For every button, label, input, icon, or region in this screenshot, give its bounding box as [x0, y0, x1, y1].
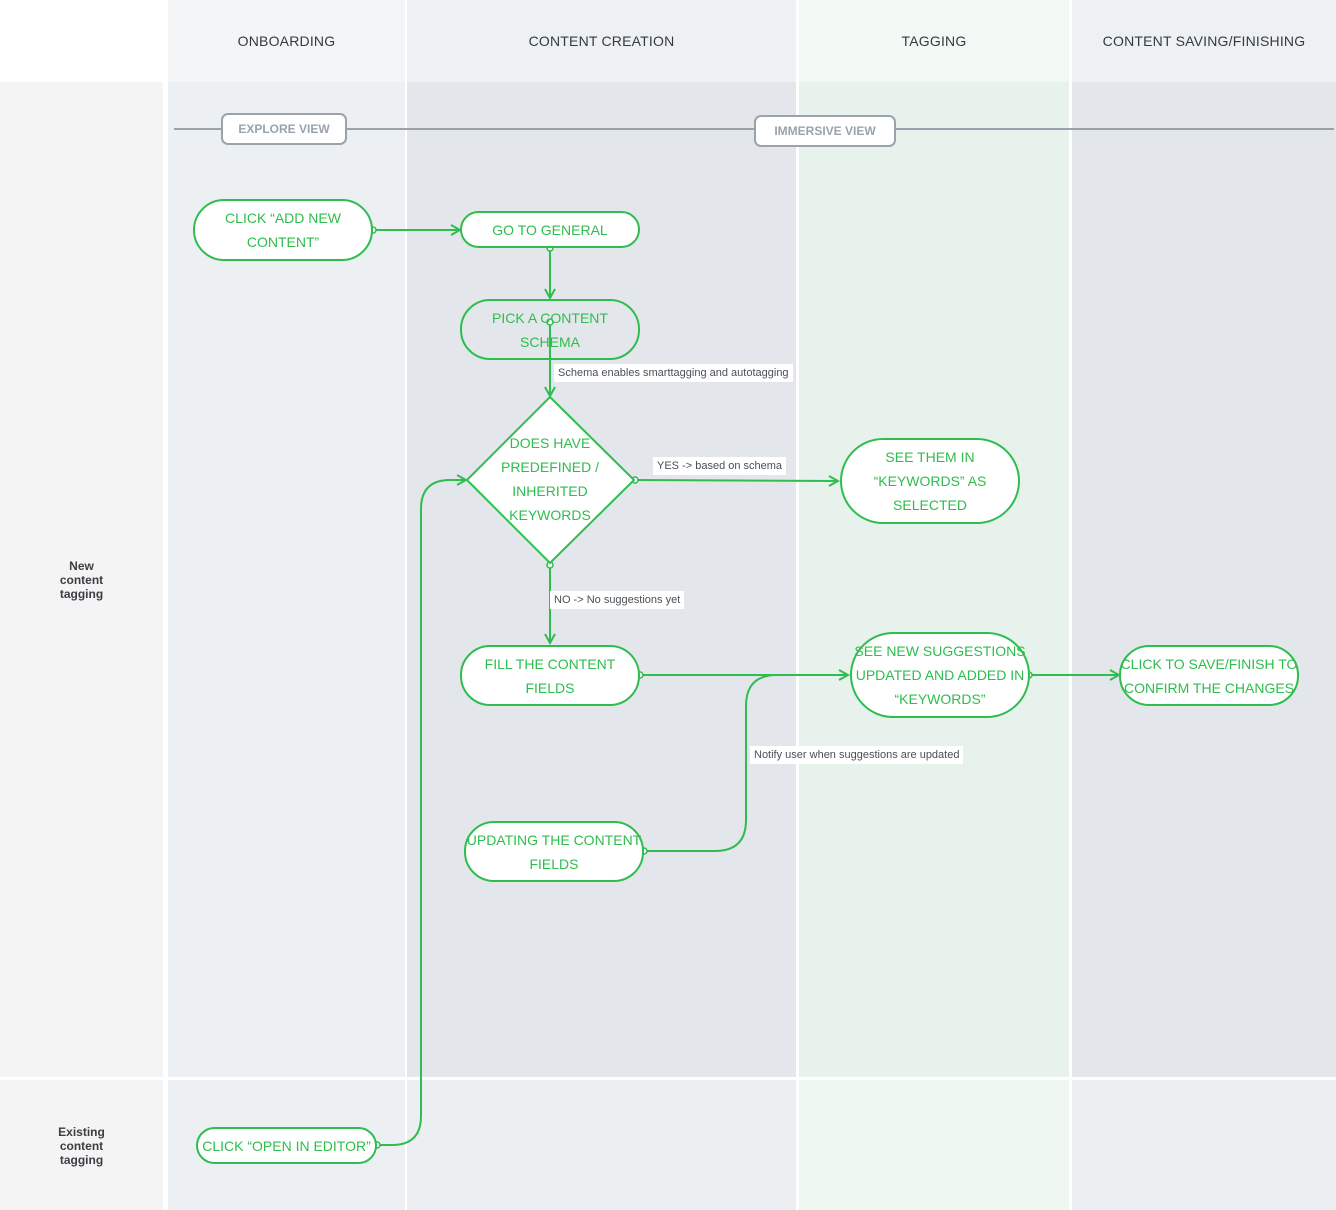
- arrow-updating-to-suggestions: [644, 674, 778, 852]
- column-header-content-creation: CONTENT CREATION: [528, 33, 675, 49]
- arrow-editor-to-decision: [377, 480, 466, 1146]
- lower-row-creation-bg: [407, 1080, 796, 1210]
- note-yes-based-on-schema: YES -> based on schema: [653, 457, 787, 475]
- decision-diamond: [465, 395, 636, 565]
- lower-row-tagging-bg: [799, 1080, 1069, 1210]
- header-creation-bg: [407, 0, 796, 82]
- column-header-tagging: TAGGING: [901, 33, 967, 49]
- node-go-to-general: GO TO GENERAL: [460, 211, 640, 248]
- note-no-suggestions-yet: NO -> No suggestions yet: [550, 591, 685, 609]
- note-notify-user: Notify user when suggestions are updated: [750, 746, 964, 764]
- arrow-decision-yes: [634, 480, 838, 481]
- column-header-onboarding: ONBOARDING: [237, 33, 336, 49]
- lower-row-saving-bg: [1072, 1080, 1336, 1210]
- header-onboarding-bg: [168, 0, 405, 82]
- row-label-column-bg: [0, 82, 163, 1210]
- node-fill-content-fields: FILL THE CONTENT FIELDS: [460, 645, 640, 706]
- row-label-existing-content: Existing content tagging: [58, 1125, 105, 1167]
- immersive-view-pill: IMMERSIVE VIEW: [754, 115, 896, 147]
- port-dot: [546, 318, 554, 326]
- saving-column-bg: [1072, 0, 1336, 1210]
- node-updating-content-fields: UPDATING THE CONTENT FIELDS: [464, 821, 644, 882]
- column-header-content-saving: CONTENT SAVING/FINISHING: [1102, 33, 1306, 49]
- node-see-keywords-selected: SEE THEM IN “KEYWORDS” AS SELECTED: [840, 438, 1020, 524]
- node-click-open-in-editor: CLICK “OPEN IN EDITOR”: [196, 1127, 377, 1164]
- row-label-new-content: New content tagging: [59, 559, 104, 601]
- note-schema-smarttagging: Schema enables smarttagging and autotagg…: [554, 364, 793, 382]
- header-tagging-bg: [799, 0, 1069, 82]
- row-divider: [0, 1077, 1336, 1080]
- tagging-column-bg: [799, 0, 1069, 1210]
- header-saving-bg: [1072, 0, 1336, 82]
- node-decision-keywords: DOES HAVE PREDEFINED / INHERITED KEYWORD…: [500, 435, 599, 523]
- node-see-new-suggestions: SEE NEW SUGGESTIONS UPDATED AND ADDED IN…: [850, 632, 1030, 718]
- node-click-save-finish: CLICK TO SAVE/FINISH TO CONFIRM THE CHAN…: [1119, 645, 1299, 706]
- node-pick-content-schema: PICK A CONTENT SCHEMA: [460, 299, 640, 360]
- node-click-add-new-content: CLICK “ADD NEW CONTENT”: [193, 199, 373, 261]
- explore-view-pill: EXPLORE VIEW: [221, 113, 347, 145]
